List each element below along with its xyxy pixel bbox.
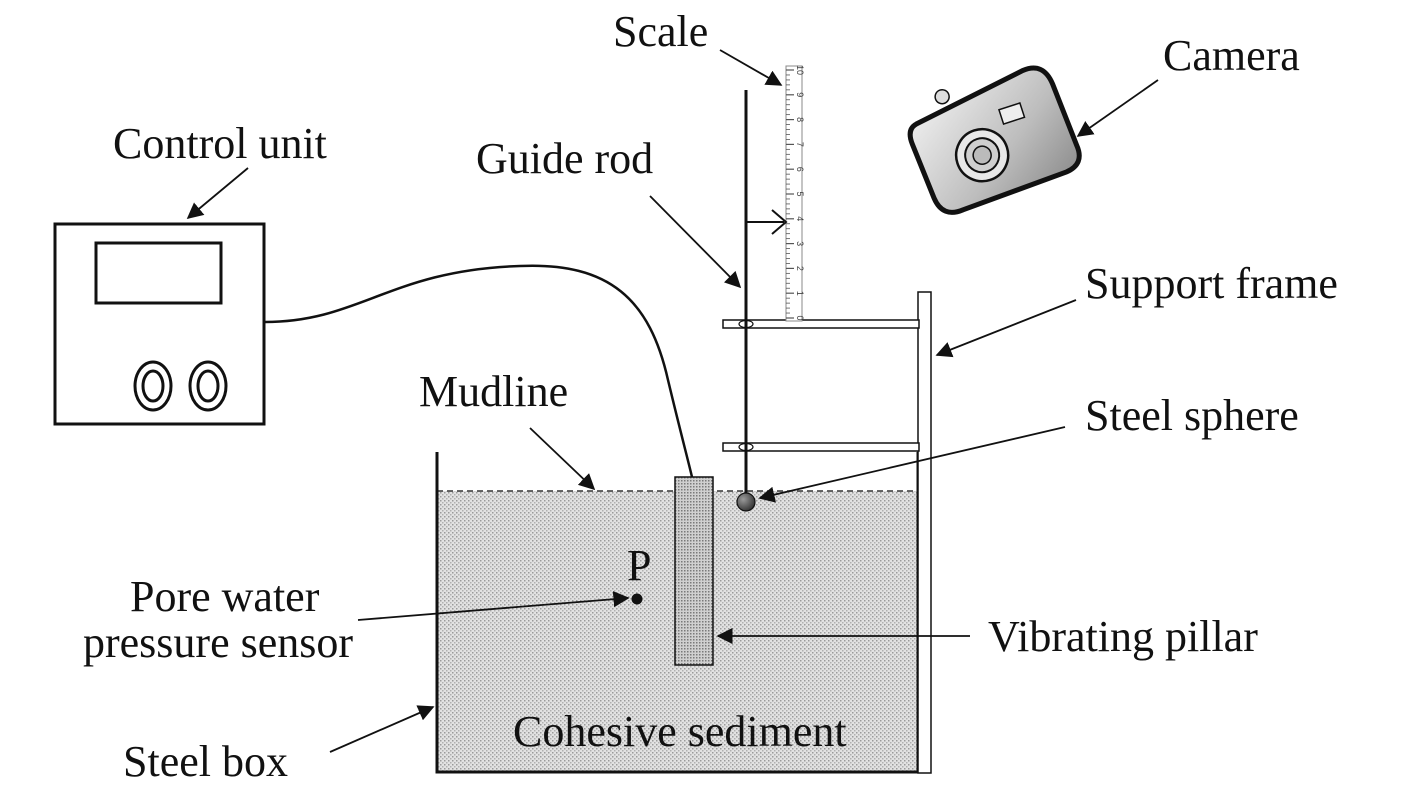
scale-label: Scale xyxy=(613,7,708,56)
sensor-cable xyxy=(264,264,694,478)
control-unit-icon xyxy=(53,222,266,426)
support-frame-leader xyxy=(935,299,1077,358)
frame-arm-upper xyxy=(722,319,920,329)
control-unit-knob-left xyxy=(133,360,173,412)
guide-rod-label: Guide rod xyxy=(476,134,653,183)
support-frame xyxy=(722,291,932,774)
steel-box-leader xyxy=(329,705,435,753)
scale-tick-label: 2 xyxy=(795,266,805,271)
scale-tick-label: 0 xyxy=(795,315,805,320)
scale-tick-label: 1 xyxy=(795,291,805,296)
scale-leader xyxy=(719,49,783,86)
steel-box-label: Steel box xyxy=(123,737,288,786)
control-unit-screen xyxy=(94,241,223,305)
control-unit-leader xyxy=(186,167,249,220)
control-unit-label: Control unit xyxy=(113,119,327,168)
leader-lines xyxy=(186,49,1159,753)
scale-tick-label: 9 xyxy=(795,92,805,97)
vibrating-pillar xyxy=(674,476,714,666)
steel-sphere-leader xyxy=(758,426,1066,503)
scale-tick-label: 8 xyxy=(795,117,805,122)
scale-pointer xyxy=(746,209,788,235)
vibrating-pillar-label: Vibrating pillar xyxy=(988,612,1258,661)
camera-label: Camera xyxy=(1163,31,1300,80)
scale-tick-label: 6 xyxy=(795,167,805,172)
pore-water-label-line2: pressure sensor xyxy=(83,618,353,667)
scale-tick-label: 10 xyxy=(795,65,805,75)
point-p-label: P xyxy=(627,541,651,590)
pore-pressure-sensor-dot xyxy=(631,593,643,605)
camera-icon xyxy=(907,65,1082,215)
frame-arm-lower xyxy=(722,442,920,452)
control-unit-knob-right xyxy=(188,360,228,412)
scale-tick-label: 7 xyxy=(795,142,805,147)
scale-tick-label: 3 xyxy=(795,241,805,246)
camera-leader xyxy=(1076,79,1159,137)
pore-sensor-leader xyxy=(357,591,630,621)
pore-water-label-line1: Pore water xyxy=(130,572,320,621)
mudline-leader xyxy=(529,427,596,491)
steel-sphere xyxy=(736,492,756,512)
scale-tick-label: 5 xyxy=(795,191,805,196)
steel-sphere-label: Steel sphere xyxy=(1085,391,1299,440)
scale-tick-label: 4 xyxy=(795,216,805,221)
scale-ruler-icon: 0 1 2 3 4 5 6 7 8 9 10 xyxy=(785,65,805,322)
support-frame-label: Support frame xyxy=(1085,259,1338,308)
guide-rod-leader xyxy=(649,195,742,289)
cohesive-sediment-label: Cohesive sediment xyxy=(513,707,847,756)
mudline-label: Mudline xyxy=(419,367,568,416)
